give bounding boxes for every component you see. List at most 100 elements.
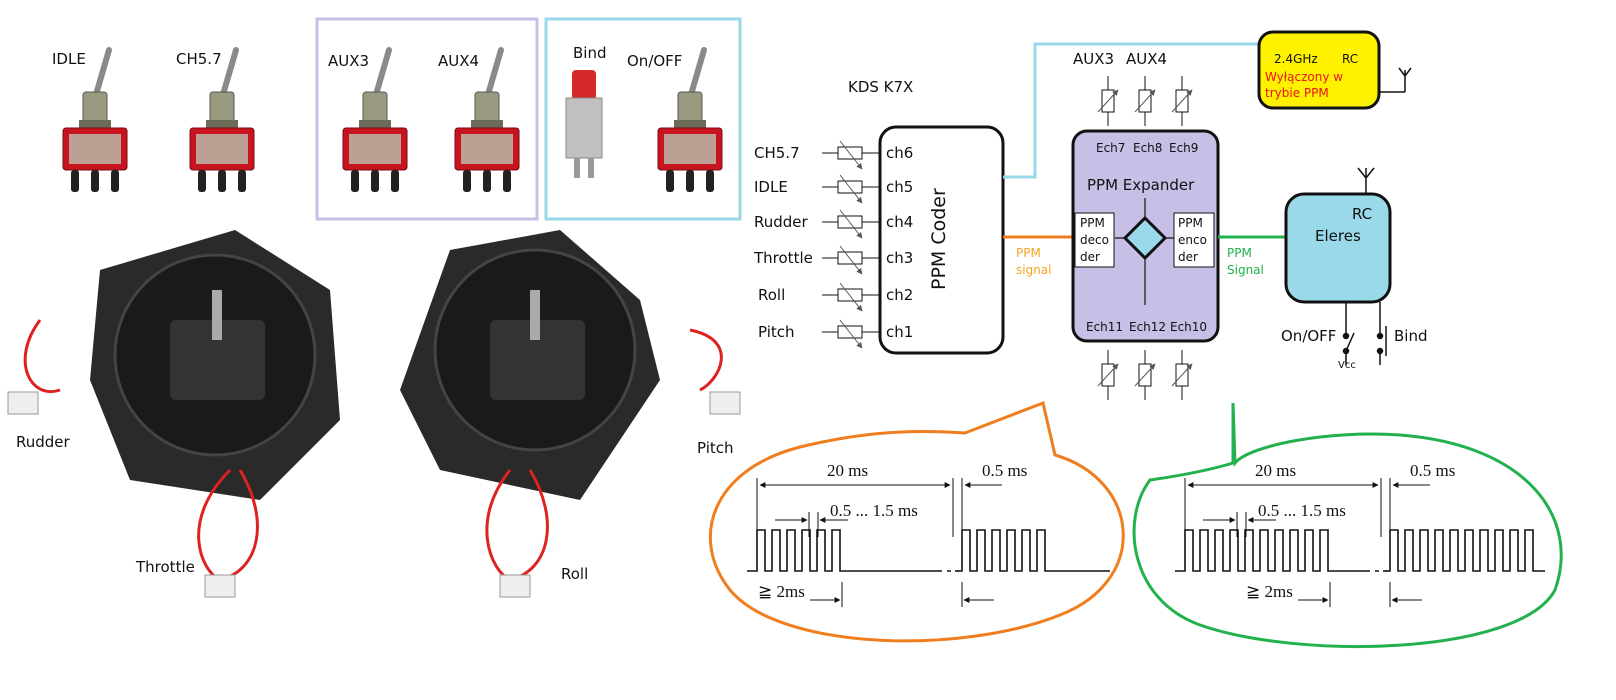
coder-input-label: CH5.7 — [754, 144, 800, 162]
switch-idle — [63, 50, 127, 192]
coder-input-label: Roll — [758, 286, 785, 304]
expander-bottom-potentiometer — [1134, 350, 1156, 400]
sync-duration-label: 0.5 ms — [982, 461, 1027, 480]
min-gap-label: ≧ 2ms — [758, 582, 805, 601]
expander-top-potentiometer — [1097, 76, 1119, 126]
coder-signal-label-1: PPM — [1016, 246, 1041, 260]
ppm-coder-label: PPM Coder — [928, 188, 950, 290]
on-off-switch-icon — [1342, 302, 1355, 365]
expander-ppm-timing: 20 ms 0.5 ms 0.5 ... 1.5 ms ≧ 2ms — [1175, 461, 1545, 607]
coder-channel-label: ch6 — [886, 144, 913, 162]
eleres-bind-label: Bind — [1394, 327, 1428, 345]
gimbal-right — [400, 230, 741, 598]
expander-ch-ech12: Ech12 — [1129, 320, 1166, 334]
eleres-vcc-label: Vcc — [1338, 360, 1356, 371]
coder-input-potentiometer — [822, 245, 880, 275]
expander-title: PPM Expander — [1087, 176, 1195, 194]
gimbal-left — [7, 230, 340, 598]
coder-rc24-link — [1003, 42, 1260, 179]
coder-channel-label: ch5 — [886, 178, 913, 196]
coder-input-label: IDLE — [754, 178, 788, 196]
eleres-name-1: RC — [1352, 205, 1372, 223]
expander-potentiometers — [1097, 76, 1193, 400]
coder-timing-bubble — [708, 400, 1125, 643]
bind-switch-group — [544, 17, 742, 221]
coder-input-potentiometer — [822, 140, 880, 170]
expander-ch-ech11: Ech11 — [1086, 320, 1123, 334]
switch-ch57 — [190, 50, 254, 192]
frame-duration-label: 20 ms — [1255, 461, 1296, 480]
gimbal-label-pitch: Pitch — [697, 439, 734, 457]
coder-channel-label: ch2 — [886, 286, 913, 304]
min-gap-label: ≧ 2ms — [1246, 582, 1293, 601]
bind-switch-icon — [1376, 302, 1387, 365]
rc24-note-1: Wyłączony w — [1265, 70, 1343, 84]
expander-signal-label-2: Signal — [1227, 263, 1264, 277]
rc24-name: RC — [1342, 52, 1358, 66]
coder-input-potentiometer — [822, 209, 880, 239]
coder-channel-label: ch3 — [886, 249, 913, 267]
ppm-pulse-train-2 — [1385, 529, 1545, 572]
pushbutton-bind — [565, 70, 603, 178]
coder-input-potentiometer — [822, 174, 880, 204]
eleres-name-2: Eleres — [1315, 227, 1361, 245]
decoder-line-3: der — [1080, 250, 1100, 264]
gimbal-label-rudder: Rudder — [16, 433, 71, 451]
expander-ch-ech8: Ech8 — [1133, 141, 1162, 155]
mixer-diamond-icon — [1122, 215, 1168, 261]
expander-ch-ech7: Ech7 — [1096, 141, 1125, 155]
ppm-encoder-box — [1173, 212, 1215, 268]
rc-eleres-box — [1284, 192, 1392, 304]
sync-duration-label: 0.5 ms — [1410, 461, 1455, 480]
ppm-pulse-train-1 — [1175, 529, 1370, 572]
switch-label-on-off: On/OFF — [627, 52, 682, 70]
expander-input-aux3: AUX3 — [1073, 50, 1114, 68]
expander-bottom-potentiometer — [1171, 350, 1193, 400]
switch-aux4 — [455, 50, 519, 192]
gimbal-label-throttle: Throttle — [135, 558, 195, 576]
coder-input-label: Throttle — [753, 249, 813, 267]
encoder-line-2: enco — [1178, 233, 1207, 247]
pulse-duration-label: 0.5 ... 1.5 ms — [1258, 501, 1346, 520]
coder-input-label: Rudder — [754, 213, 809, 231]
ppm-pulse-train-2 — [957, 529, 1110, 572]
coder-title: KDS K7X — [848, 78, 913, 96]
decoder-line-2: deco — [1080, 233, 1109, 247]
encoder-line-1: PPM — [1178, 216, 1203, 230]
coder-channel-label: ch4 — [886, 213, 913, 231]
expander-bottom-potentiometer — [1097, 350, 1119, 400]
expander-ch-ech9: Ech9 — [1169, 141, 1198, 155]
rc24-antenna-icon — [1379, 67, 1412, 93]
eleres-on-off-label: On/OFF — [1281, 327, 1336, 345]
aux-switch-group — [315, 17, 539, 221]
expander-top-potentiometer — [1134, 76, 1156, 126]
switch-on-off — [658, 50, 722, 192]
expander-ch-ech10: Ech10 — [1170, 320, 1207, 334]
switch-aux3 — [343, 50, 407, 192]
ppm-decoder-box — [1074, 212, 1115, 268]
pulse-duration-label: 0.5 ... 1.5 ms — [830, 501, 918, 520]
rc24-freq: 2.4GHz — [1274, 52, 1318, 66]
rc24-box — [1257, 30, 1381, 110]
ppm-coder-box — [878, 125, 1005, 355]
eleres-antenna-icon — [1357, 167, 1375, 194]
coder-channel-label: ch1 — [886, 323, 913, 341]
decoder-line-1: PPM — [1080, 216, 1105, 230]
switch-label-idle: IDLE — [52, 50, 86, 68]
encoder-line-3: der — [1178, 250, 1198, 264]
expander-signal-label-1: PPM — [1227, 246, 1252, 260]
coder-signal-label-2: signal — [1016, 263, 1052, 277]
switch-label-ch57: CH5.7 — [176, 50, 222, 68]
coder-input-label: Pitch — [758, 323, 795, 341]
frame-duration-label: 20 ms — [827, 461, 868, 480]
coder-input-potentiometer — [822, 319, 880, 349]
expander-timing-bubble — [1132, 402, 1563, 649]
rc24-note-2: trybie PPM — [1265, 86, 1329, 100]
switch-label-aux3: AUX3 — [328, 52, 369, 70]
coder-input-potentiometer — [822, 282, 880, 312]
expander-input-aux4: AUX4 — [1126, 50, 1167, 68]
expander-top-potentiometer — [1171, 76, 1193, 126]
coder-ppm-timing: 20 ms 0.5 ms 0.5 ... 1.5 ms ≧ 2ms — [747, 461, 1110, 607]
ppm-pulse-train-1 — [747, 529, 942, 572]
